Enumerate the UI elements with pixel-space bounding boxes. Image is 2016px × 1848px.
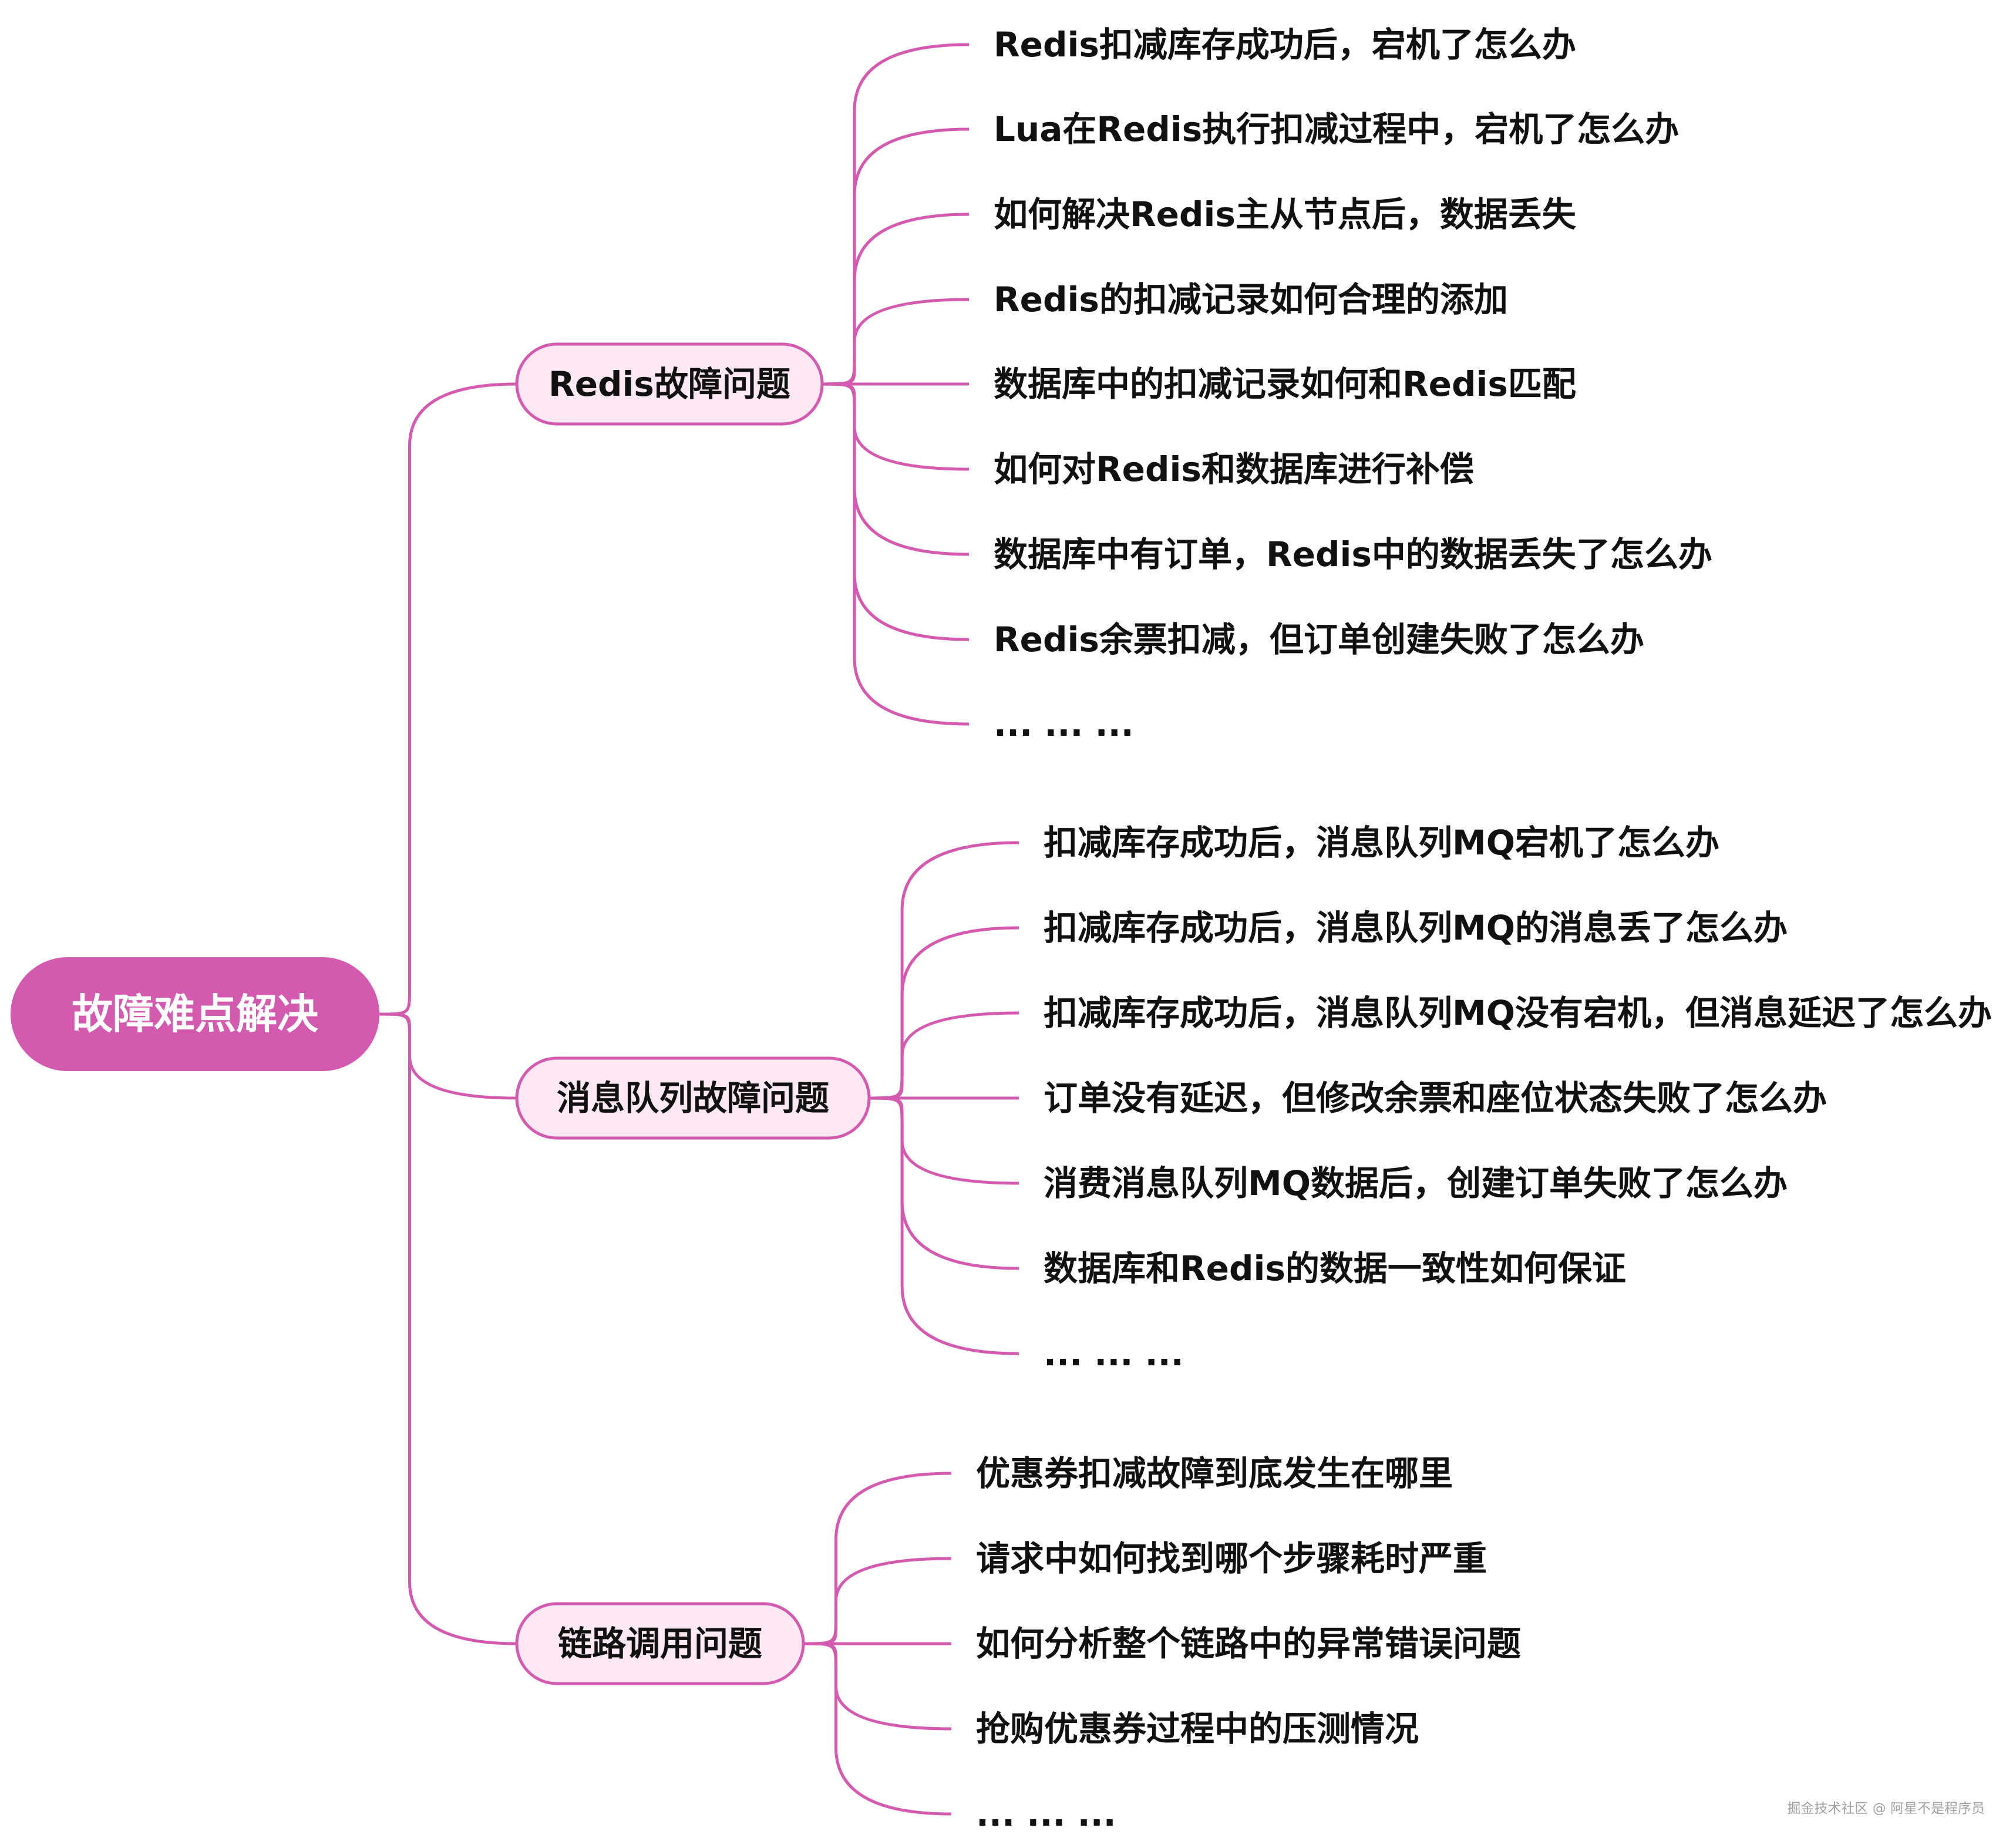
leaf-item: 扣减库存成功后，消息队列MQ宕机了怎么办 [1044, 823, 1719, 863]
leaf-connector-1-6 [869, 1096, 1019, 1355]
root-connector-1 [379, 1012, 517, 1100]
leaf-connector-0-3 [822, 298, 970, 386]
root-connector-0 [379, 382, 517, 1016]
category-node-box [515, 342, 824, 426]
leaf-item: 扣减库存成功后，消息队列MQ没有宕机，但消息延迟了怎么办 [1044, 993, 1992, 1033]
root-node-label: 故障难点解决 [72, 990, 318, 1038]
leaf-item: Redis的扣减记录如何合理的添加 [994, 280, 1508, 319]
leaf-connector-2-4 [803, 1642, 952, 1816]
leaf-item: 消费消息队列MQ数据后，创建订单失败了怎么办 [1044, 1163, 1788, 1203]
leaf-item: 抢购优惠券过程中的压测情况 [976, 1709, 1419, 1749]
leaf-item: 优惠券扣减故障到底发生在哪里 [976, 1453, 1453, 1493]
leaf-item: 如何分析整个链路中的异常错误问题 [976, 1624, 1521, 1664]
leaf-connector-2-3 [803, 1642, 952, 1731]
leaf-group-redis: Redis扣减库存成功后，宕机了怎么办 Lua在Redis执行扣减过程中，宕机了… [994, 25, 1712, 744]
category-node-message-queue: 消息队列故障问题 [515, 1056, 871, 1140]
connector-lines [379, 43, 1019, 1816]
root-node-box [11, 957, 379, 1071]
leaf-item: Lua在Redis执行扣减过程中，宕机了怎么办 [994, 109, 1679, 149]
category-node-call-chain: 链路调用问题 [515, 1602, 805, 1685]
leaf-item: 如何解决Redis主从节点后，数据丢失 [994, 194, 1577, 234]
leaf-connector-2-1 [803, 1557, 952, 1645]
category-node-label: 链路调用问题 [558, 1624, 762, 1664]
leaf-item: 数据库中有订单，Redis中的数据丢失了怎么办 [994, 534, 1712, 574]
leaf-connector-0-7 [822, 382, 970, 641]
leaf-group-message-queue: 扣减库存成功后，消息队列MQ宕机了怎么办 扣减库存成功后，消息队列MQ的消息丢了… [1044, 823, 1992, 1374]
root-node: 故障难点解决 [11, 957, 379, 1071]
watermark: 掘金技术社区 @ 阿星不是程序员 [1787, 1801, 1985, 1816]
category-node-box [515, 1602, 805, 1685]
leaf-group-call-chain: 优惠券扣减故障到底发生在哪里 请求中如何找到哪个步骤耗时严重 如何分析整个链路中… [976, 1453, 1521, 1834]
leaf-item: 扣减库存成功后，消息队列MQ的消息丢了怎么办 [1044, 908, 1788, 948]
category-node-label: Redis故障问题 [548, 364, 790, 404]
leaf-connector-1-2 [869, 1011, 1019, 1100]
leaf-item: 数据库和Redis的数据一致性如何保证 [1044, 1248, 1626, 1288]
leaf-item: ... ... ... [994, 704, 1134, 744]
leaf-item: 如何对Redis和数据库进行补偿 [994, 449, 1474, 489]
leaf-connector-1-4 [869, 1096, 1019, 1185]
category-node-redis: Redis故障问题 [515, 342, 824, 426]
leaf-connector-1-0 [869, 841, 1019, 1100]
leaf-connector-0-8 [822, 382, 970, 726]
leaf-item: ... ... ... [976, 1794, 1116, 1834]
leaf-item: Redis扣减库存成功后，宕机了怎么办 [994, 25, 1576, 65]
leaf-item: 请求中如何找到哪个步骤耗时严重 [976, 1539, 1487, 1578]
leaf-item: ... ... ... [1044, 1334, 1184, 1374]
category-node-label: 消息队列故障问题 [557, 1078, 829, 1118]
category-node-box [515, 1056, 871, 1140]
leaf-connector-0-1 [822, 127, 970, 386]
root-connector-2 [379, 1012, 517, 1645]
leaf-item: Redis余票扣减，但订单创建失败了怎么办 [994, 620, 1644, 659]
leaf-item: 数据库中的扣减记录如何和Redis匹配 [994, 364, 1576, 404]
leaf-connector-0-5 [822, 382, 970, 471]
leaf-item: 订单没有延迟，但修改余票和座位状态失败了怎么办 [1044, 1078, 1827, 1118]
